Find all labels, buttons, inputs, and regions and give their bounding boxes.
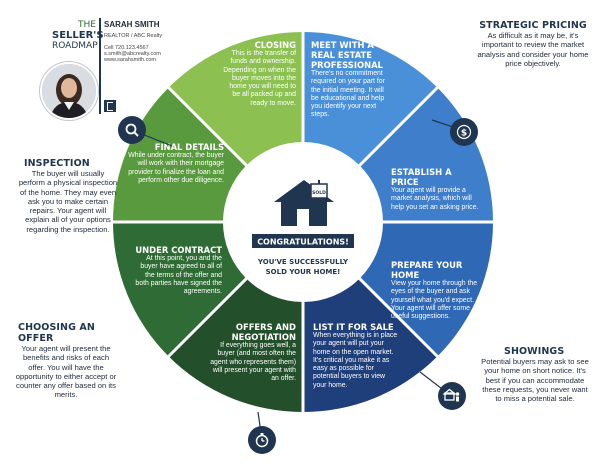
showings-body: Potential buyers may ask to see your hom… — [481, 357, 589, 404]
magnifier-icon — [118, 116, 146, 144]
choosing-title: CHOOSING AN OFFER — [18, 322, 95, 344]
offers-title: OFFERS AND NEGOTIATION — [231, 322, 296, 342]
prepare-block: PREPARE YOUR HOME View your home through… — [391, 260, 479, 321]
strategic-body: As difficult as it may be, it's importan… — [477, 31, 589, 68]
details-title: FINAL DETAILS — [154, 142, 224, 152]
list-title: LIST IT FOR SALE — [313, 322, 394, 332]
closing-block: CLOSING This is the transfer of funds an… — [222, 40, 296, 108]
strategic-pricing: STRATEGIC PRICING As difficult as it may… — [477, 20, 589, 68]
roadmap-title: THE SELLER'S ROADMAP — [52, 20, 104, 51]
title-line-2: SELLER'S — [52, 30, 104, 41]
contract-title: UNDER CONTRACT — [135, 245, 222, 255]
prepare-body: View your home through the eyes of the b… — [391, 280, 478, 321]
title-line-1: THE — [78, 20, 96, 30]
details-body: While under contract, the buyer will wor… — [128, 152, 224, 184]
house-icon — [274, 180, 334, 226]
header-divider — [99, 18, 101, 114]
agent-phone: Cell 720.123.4567 — [104, 45, 149, 51]
closing-body: This is the transfer of funds and owners… — [223, 50, 296, 107]
price-body: Your agent will provide a market analysi… — [391, 187, 479, 211]
showing-icon — [438, 382, 466, 410]
agent-name: SARAH SMITH — [104, 20, 160, 29]
agent-website: www.sarahsmith.com — [104, 57, 156, 63]
svg-text:$: $ — [461, 129, 467, 139]
offers-body: If everything goes well, a buyer (and mo… — [210, 342, 296, 383]
agent-email: s.smith@abcrealty.com — [104, 51, 161, 57]
choosing-offer: CHOOSING AN OFFER Your agent will presen… — [14, 322, 118, 400]
agent-role: REALTOR / ABC Realty — [104, 33, 163, 39]
meet-block: MEET WITH A REAL ESTATE PROFESSIONAL The… — [311, 40, 391, 120]
price-block: ESTABLISH A PRICE Your agent will provid… — [391, 167, 479, 212]
showings-title: SHOWINGS — [504, 346, 565, 357]
agent-info: SARAH SMITH REALTOR / ABC Realty Cell 72… — [104, 20, 162, 63]
contract-block: UNDER CONTRACT At this point, you and th… — [130, 245, 222, 296]
center-subtitle-2: SOLD YOUR HOME! — [266, 268, 341, 276]
congrats-banner — [252, 234, 354, 248]
meet-title: MEET WITH A REAL ESTATE PROFESSIONAL — [311, 40, 383, 70]
stopwatch-icon — [248, 426, 276, 454]
sold-sign-text: SOLD — [312, 190, 326, 196]
closing-title: CLOSING — [254, 40, 296, 50]
meet-body: There's no commitment required on your p… — [311, 70, 385, 119]
avatar-photo — [42, 64, 96, 118]
contract-body: At this point, you and the buyer have ag… — [135, 255, 222, 296]
choosing-body: Your agent will present the benefits and… — [15, 344, 117, 400]
inspection-title: INSPECTION — [24, 158, 90, 169]
congrats-text: CONGRATULATIONS! — [257, 238, 349, 247]
inspection-body: The buyer will usually perform a physica… — [18, 169, 118, 234]
dollar-icon: $ — [450, 118, 478, 146]
avatar — [40, 62, 98, 120]
offers-block: OFFERS AND NEGOTIATION If everything goe… — [206, 322, 296, 383]
showings: SHOWINGS Potential buyers may ask to see… — [480, 346, 590, 403]
prepare-title: PREPARE YOUR HOME — [391, 260, 463, 280]
price-title: ESTABLISH A PRICE — [391, 167, 452, 187]
list-block: LIST IT FOR SALE When everything is in p… — [313, 322, 399, 390]
list-body: When everything is in place your agent w… — [313, 332, 398, 389]
strategic-title: STRATEGIC PRICING — [479, 20, 587, 31]
center-subtitle-1: YOU'VE SUCCESSFULLY — [257, 258, 349, 266]
details-block: FINAL DETAILS While under contract, the … — [124, 142, 224, 185]
title-line-3: ROADMAP — [52, 41, 98, 51]
realtor-logo-icon — [104, 100, 116, 112]
inspection: INSPECTION The buyer will usually perfor… — [18, 158, 118, 234]
